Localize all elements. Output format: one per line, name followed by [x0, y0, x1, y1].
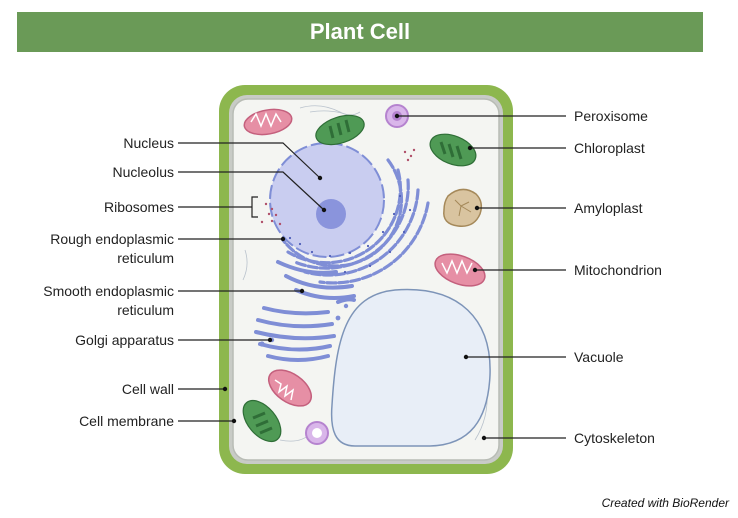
- label-nucleus: Nucleus: [123, 135, 174, 151]
- credit-text: Created with BioRender: [601, 496, 729, 510]
- label-golgi: Golgi apparatus: [75, 332, 174, 348]
- label-smooth-er-line2: reticulum: [117, 302, 174, 318]
- label-rough-er-line1: Rough endoplasmic: [50, 231, 174, 247]
- golgi-apparatus: [254, 306, 336, 362]
- label-vacuole: Vacuole: [574, 349, 624, 365]
- label-rough-er-line2: reticulum: [117, 250, 174, 266]
- chloroplast: [429, 133, 477, 167]
- vacuole: [330, 288, 491, 447]
- leader-lines-left: [178, 142, 325, 422]
- label-amyloplast: Amyloplast: [574, 200, 643, 216]
- title-banner: Plant Cell: [17, 12, 703, 52]
- label-ribosomes: Ribosomes: [103, 199, 174, 215]
- label-peroxisome: Peroxisome: [574, 108, 648, 124]
- leader-dots-left: [222, 175, 327, 424]
- label-chloroplast: Chloroplast: [574, 140, 645, 156]
- free-ribosomes: [260, 148, 416, 226]
- label-smooth-er: Smooth endoplasmic reticulum: [43, 282, 174, 320]
- label-rough-er: Rough endoplasmic reticulum: [50, 230, 174, 268]
- mitochondrion-3: [268, 369, 312, 407]
- leader-nucleus: [178, 142, 321, 179]
- leader-lines-right: [397, 115, 566, 439]
- rough-er-ribosomes: [288, 194, 412, 274]
- label-cell-membrane: Cell membrane: [79, 413, 174, 429]
- diagram-title: Plant Cell: [309, 19, 411, 44]
- label-mitochondrion: Mitochondrion: [574, 262, 662, 278]
- label-cytoskeleton: Cytoskeleton: [574, 430, 655, 446]
- leader-nucleolus: [178, 171, 325, 211]
- rough-er: [281, 158, 430, 285]
- chloroplast-2: [315, 114, 365, 146]
- leader-dots-right: [394, 113, 487, 441]
- label-nucleolus: Nucleolus: [112, 164, 174, 180]
- mitochondrion-2: [243, 108, 293, 136]
- amyloplast: [443, 188, 483, 227]
- mitochondrion: [434, 253, 486, 287]
- ribosome-bracket: [251, 196, 258, 218]
- label-smooth-er-line1: Smooth endoplasmic: [43, 283, 174, 299]
- chloroplast-3: [242, 399, 282, 443]
- label-cell-wall: Cell wall: [121, 381, 174, 397]
- peroxisome-2: [305, 421, 329, 445]
- nucleolus: [316, 199, 346, 229]
